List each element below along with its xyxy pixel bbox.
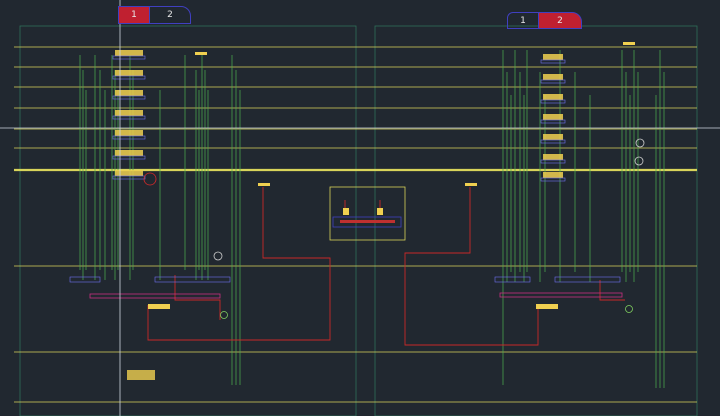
equipment-stack-left xyxy=(115,170,143,176)
right-pump-group xyxy=(494,276,531,283)
left-pump-group xyxy=(69,276,101,283)
red-pipe-routes xyxy=(147,187,625,346)
equipment-tag xyxy=(623,42,635,45)
equipment-tag xyxy=(258,183,270,186)
right-header-bar xyxy=(499,292,623,298)
center-unit-left xyxy=(343,208,349,215)
equipment-base-right xyxy=(540,59,566,64)
center-bus-fill xyxy=(340,220,395,223)
marker-right-1 xyxy=(635,138,645,148)
left-tab-2[interactable]: 2 xyxy=(149,6,191,24)
marker-red-ring xyxy=(143,172,157,186)
left-building-frame xyxy=(19,25,357,416)
equipment-base-right xyxy=(540,119,566,124)
center-equipment xyxy=(332,208,402,228)
equipment-stack-left xyxy=(115,50,143,56)
equipment-stack-right xyxy=(543,74,563,80)
center-panel-frame xyxy=(329,186,406,241)
right-tab-2-label: 2 xyxy=(557,15,563,26)
floor-level-lines xyxy=(14,46,697,403)
left-header-bar xyxy=(89,293,221,299)
red-route-left-loop xyxy=(174,275,221,320)
equipment-base-right xyxy=(540,79,566,84)
distribution-headers xyxy=(69,276,623,380)
right-pump-group-2 xyxy=(554,276,621,283)
left-vessel xyxy=(148,304,170,309)
equipment-stack-right xyxy=(543,172,563,178)
left-tab-1-label: 1 xyxy=(131,10,137,20)
equipment-stack-left xyxy=(115,150,143,156)
equipment-stack-left xyxy=(115,70,143,76)
equipment-base-right xyxy=(540,159,566,164)
right-vessel xyxy=(536,304,558,309)
equipment-stack-right xyxy=(543,54,563,60)
left-pump-group-2 xyxy=(154,276,231,283)
red-route-right-loop xyxy=(599,280,625,301)
equipment-base-left xyxy=(112,95,146,100)
equipment-stack-right xyxy=(543,94,563,100)
equipment-base-left xyxy=(112,75,146,80)
equipment-stack-right xyxy=(543,134,563,140)
left-basement-unit xyxy=(127,370,155,380)
right-building-frame xyxy=(374,25,698,416)
equipment-base-left xyxy=(112,175,146,180)
equipment-base-left xyxy=(112,115,146,120)
center-unit-right xyxy=(377,208,383,215)
center-bus-bar xyxy=(332,216,402,228)
marker-left-lower xyxy=(220,311,228,319)
equipment-blocks xyxy=(112,42,635,186)
equipment-base-right xyxy=(540,139,566,144)
equipment-tag xyxy=(465,183,477,186)
left-tab-1[interactable]: 1 xyxy=(118,6,150,24)
equipment-base-left xyxy=(112,155,146,160)
equipment-stack-right xyxy=(543,114,563,120)
riser-pipes xyxy=(79,50,665,388)
right-tab-2[interactable]: 2 xyxy=(538,12,582,29)
equipment-stack-right xyxy=(543,154,563,160)
marker-left-valve xyxy=(213,251,223,261)
equipment-stack-left xyxy=(115,110,143,116)
detail-markers xyxy=(143,138,645,319)
equipment-base-right xyxy=(540,99,566,104)
right-tab-1-label: 1 xyxy=(520,15,526,26)
equipment-stack-left xyxy=(115,130,143,136)
right-tab-1[interactable]: 1 xyxy=(507,12,539,29)
equipment-base-left xyxy=(112,135,146,140)
red-route-right-main xyxy=(404,187,539,346)
marker-right-2 xyxy=(634,156,644,166)
red-route-left-main xyxy=(147,187,331,341)
equipment-base-left xyxy=(112,55,146,60)
equipment-tag xyxy=(195,52,207,55)
marker-right-lower xyxy=(625,305,633,313)
left-tab-2-label: 2 xyxy=(167,10,173,20)
equipment-base-right xyxy=(540,177,566,182)
equipment-stack-left xyxy=(115,90,143,96)
